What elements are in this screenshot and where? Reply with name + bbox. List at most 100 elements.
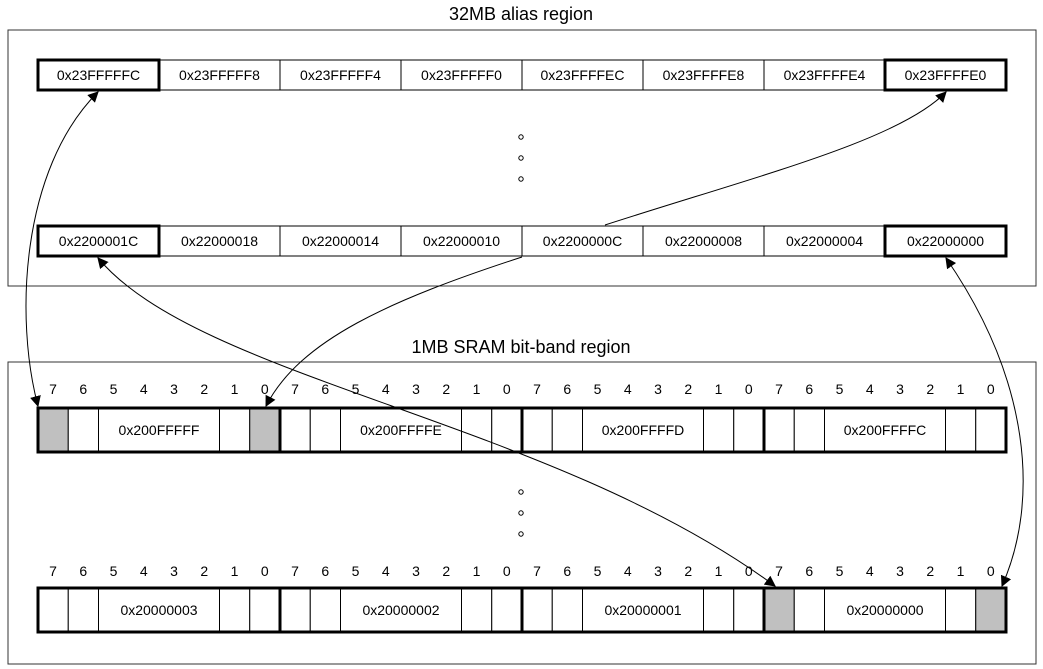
byte-label-area <box>824 407 946 453</box>
ellipsis-dot <box>518 489 524 495</box>
byte-address-label: 0x20000002 <box>362 602 439 618</box>
mapping-arrow <box>97 257 776 587</box>
bit-number-label: 7 <box>533 381 541 397</box>
bit-cell <box>793 407 825 453</box>
alias-address-label: 0x22000018 <box>181 233 258 249</box>
bit-cell <box>249 587 281 633</box>
bit-number-label: 7 <box>775 563 783 579</box>
bit-number-label: 4 <box>140 381 148 397</box>
alias-address-label: 0x22000010 <box>423 233 500 249</box>
bit-cell <box>975 407 1007 453</box>
bitband-ellipsis <box>518 489 524 537</box>
bit-number-label: 6 <box>805 563 813 579</box>
mapping-arrow <box>945 257 1024 588</box>
bit-number-label: 4 <box>624 563 632 579</box>
alias-cell <box>400 225 523 257</box>
mapping-arrows <box>25 91 1024 588</box>
byte-address-label: 0x200FFFFC <box>844 422 926 438</box>
highlighted-bit-cell <box>249 407 281 453</box>
bit-number-label: 3 <box>170 381 178 397</box>
bit-number-label: 2 <box>684 563 692 579</box>
bit-number-label: 3 <box>896 381 904 397</box>
byte-address-label: 0x200FFFFF <box>119 422 200 438</box>
ellipsis-dot <box>518 176 524 182</box>
alias-ellipsis <box>518 134 524 182</box>
bit-cell <box>521 587 553 633</box>
bit-cell <box>793 587 825 633</box>
byte-address-label: 0x200FFFFE <box>360 422 442 438</box>
highlighted-bit-cell <box>763 587 795 633</box>
alias-address-label: 0x2200001C <box>59 233 138 249</box>
bit-number-label: 7 <box>49 381 57 397</box>
bit-number-label: 6 <box>805 381 813 397</box>
bit-cell <box>733 587 765 633</box>
alias-address-label: 0x23FFFFEC <box>540 67 624 83</box>
bit-number-label: 5 <box>836 381 844 397</box>
bit-number-label: 6 <box>563 381 571 397</box>
bit-number-label: 2 <box>442 381 450 397</box>
alias-cell <box>400 59 523 91</box>
alias-cell-highlight <box>883 224 1008 258</box>
bit-number-label: 2 <box>684 381 692 397</box>
bitband-top-row: 0x200FFFFF 0x200FFFFE 0x200FFFFD 0x200FFFFC <box>36 406 1008 454</box>
byte-label-area <box>582 587 704 633</box>
alias-address-label: 0x23FFFFE8 <box>663 67 745 83</box>
alias-cell <box>158 225 281 257</box>
bit-cell <box>551 587 583 633</box>
byte-outline <box>762 586 1008 634</box>
bit-cell <box>461 407 493 453</box>
byte-label-area <box>824 587 946 633</box>
bit-number-label: 5 <box>594 563 602 579</box>
bit-cell <box>309 407 341 453</box>
bit-number-label: 3 <box>654 381 662 397</box>
bit-number-label: 7 <box>49 563 57 579</box>
bit-number-label: 2 <box>926 563 934 579</box>
alias-address-label: 0x23FFFFF8 <box>179 67 260 83</box>
bit-cell <box>703 587 735 633</box>
highlighted-bit-cell <box>37 407 69 453</box>
bit-number-label: 5 <box>352 563 360 579</box>
alias-cell <box>158 59 281 91</box>
bit-number-label: 3 <box>654 563 662 579</box>
bit-number-label: 6 <box>321 563 329 579</box>
bit-cell <box>491 407 523 453</box>
bit-cell <box>219 407 251 453</box>
bit-number-label: 6 <box>79 381 87 397</box>
bit-number-label: 1 <box>957 563 965 579</box>
bit-number-label: 5 <box>594 381 602 397</box>
bit-cell <box>521 407 553 453</box>
alias-cell <box>279 225 402 257</box>
bit-cell <box>67 407 99 453</box>
bit-number-label: 6 <box>79 563 87 579</box>
bit-number-label: 5 <box>836 563 844 579</box>
bit-number-label: 4 <box>382 563 390 579</box>
alias-cell <box>642 225 765 257</box>
alias-address-label: 0x23FFFFE0 <box>905 67 987 83</box>
ellipsis-dot <box>518 134 524 140</box>
alias-address-label: 0x23FFFFF4 <box>300 67 381 83</box>
bit-number-label: 0 <box>987 381 995 397</box>
bit-number-label: 4 <box>866 381 874 397</box>
bit-number-label: 0 <box>261 563 269 579</box>
byte-label-area <box>340 587 462 633</box>
alias-cell-highlight <box>883 58 1008 92</box>
bit-number-label: 3 <box>412 563 420 579</box>
byte-address-label: 0x200FFFFD <box>602 422 684 438</box>
bit-number-label: 5 <box>352 381 360 397</box>
bit-number-label: 1 <box>473 563 481 579</box>
bit-number-label: 4 <box>866 563 874 579</box>
bit-number-label: 5 <box>110 563 118 579</box>
alias-address-label: 0x22000000 <box>907 233 984 249</box>
bit-number-label: 1 <box>957 381 965 397</box>
byte-address-label: 0x20000001 <box>604 602 681 618</box>
bit-number-label: 7 <box>775 381 783 397</box>
alias-address-label: 0x22000008 <box>665 233 742 249</box>
bit-number-label: 4 <box>624 381 632 397</box>
alias-address-label: 0x23FFFFE4 <box>784 67 866 83</box>
bit-cell <box>551 407 583 453</box>
alias-cell <box>521 225 644 257</box>
